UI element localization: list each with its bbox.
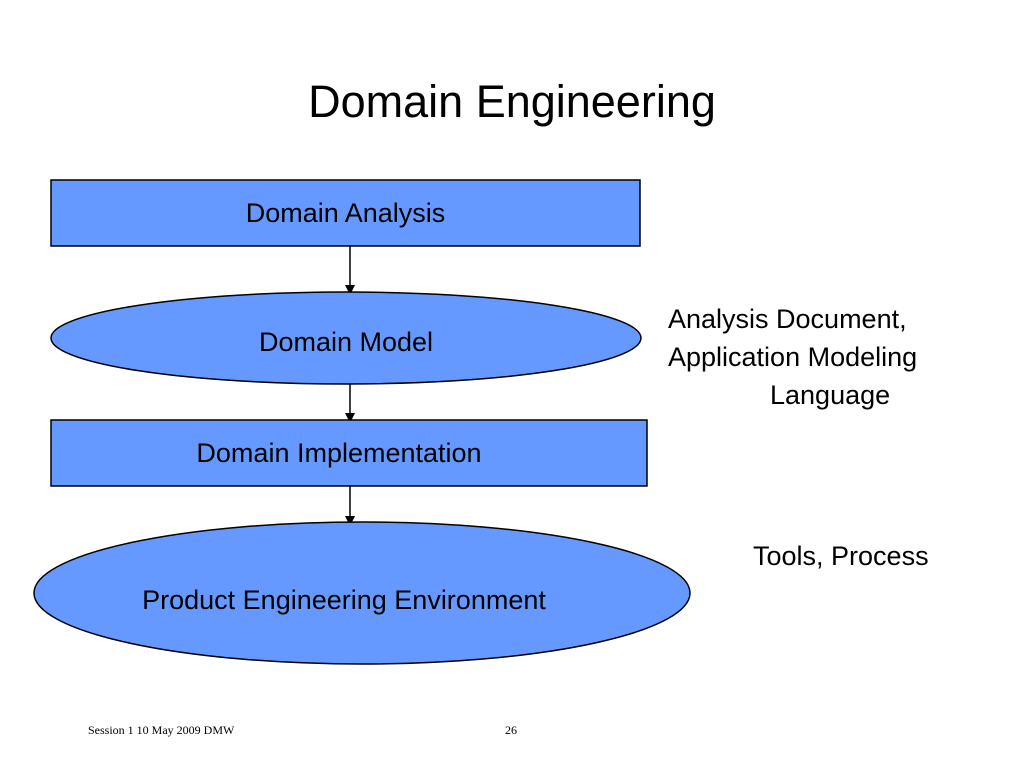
footer-session: Session 1 10 May 2009 DMW [88,723,235,737]
tools-note: Tools, Process [753,541,929,571]
domain-model-label: Domain Model [258,327,434,357]
footer-page-number: 26 [505,723,517,737]
domain-analysis-box [50,179,641,247]
product-engineering-environment-label: Product Engineering Environment [142,585,546,615]
slide-title: Domain Engineering [308,76,716,127]
analysis-note: Analysis Document, Application Modeling … [660,300,990,414]
analysis-note-line1: Analysis Document, [668,304,907,334]
product-engineering-environment-ellipse [33,521,691,665]
domain-implementation-box [50,419,648,487]
analysis-note-line3: Language [770,380,891,410]
domain-model-ellipse [50,291,642,385]
domain-analysis-label: Domain Analysis [245,198,446,228]
analysis-note-line2: Application Modeling [668,342,918,372]
domain-implementation-label: Domain Implementation [196,438,482,468]
